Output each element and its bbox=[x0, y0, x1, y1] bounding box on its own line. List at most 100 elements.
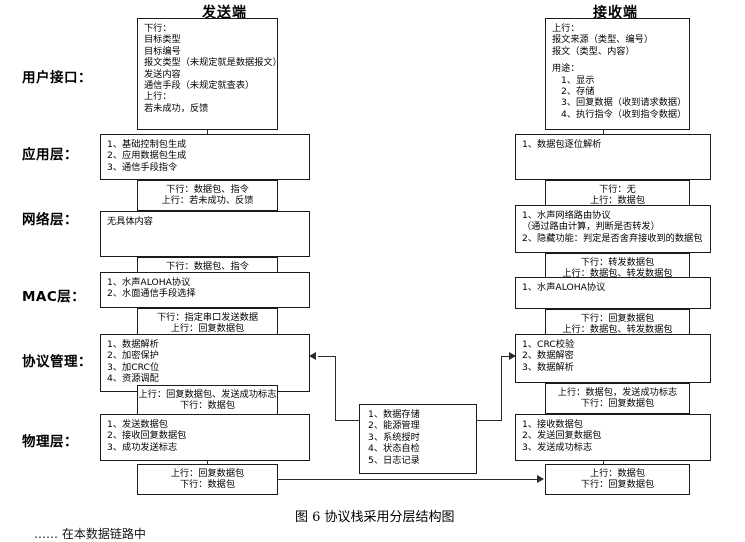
text-line: 上行：数据包 bbox=[589, 195, 646, 207]
text-line: 3、发送成功标志 bbox=[522, 441, 593, 453]
text-line: 上行：数据包、转发数据包 bbox=[562, 268, 673, 280]
arrow-left-icon bbox=[309, 352, 316, 360]
text-line: 下行：数据包、指令 bbox=[166, 261, 249, 272]
text-line: 报文类型（未规定就是数据报文） bbox=[144, 57, 282, 69]
text-line: 5、日志记录 bbox=[368, 454, 420, 466]
layer-label-mac: MAC层： bbox=[22, 289, 86, 305]
text-line: 2、隐藏功能：判定是否舍弃接收到的数据包 bbox=[522, 232, 703, 244]
connector-horizontal bbox=[501, 356, 515, 358]
arrow-right-icon bbox=[537, 475, 544, 483]
text-line: 3、系统授时 bbox=[368, 431, 420, 443]
text-line: 4、执行指令（收到指令数据） bbox=[561, 108, 687, 120]
sender-iface-protocol-physical: 上行：回复数据包、发送成功标志 下行：数据包 bbox=[137, 385, 278, 416]
text-line: 1、基础控制包生成 bbox=[107, 139, 187, 150]
arrow-right-icon bbox=[509, 352, 516, 360]
sender-user-interface-box: 下行： 目标类型 目标编号 报文类型（未规定就是数据报文） 发送内容 通信手段（… bbox=[137, 18, 282, 130]
text-line: 目标类型 bbox=[144, 34, 181, 46]
text-line: 3、通信手段指令 bbox=[107, 161, 178, 173]
text-line: 2、数据解密 bbox=[522, 350, 574, 362]
text-line: 1、显示 bbox=[561, 74, 595, 86]
receiver-mac-box: 1、水声ALOHA协议 bbox=[515, 277, 711, 309]
text-line: 1、CRC校验 bbox=[522, 339, 575, 350]
text-line: 3、数据解析 bbox=[522, 361, 574, 373]
text-line: 1、水声网络路由协议 bbox=[522, 210, 611, 221]
text-line: 下行：无 bbox=[599, 184, 636, 195]
text-line: 发送内容 bbox=[144, 68, 181, 80]
text-line: 上行：回复数据包 bbox=[170, 468, 245, 479]
text-line: 下行：回复数据包 bbox=[580, 398, 655, 410]
text-line: 报文（类型、内容） bbox=[552, 45, 635, 57]
text-line: 上行：回复数据包 bbox=[170, 323, 245, 335]
receiver-protocol-mgmt-box: 1、CRC校验 2、数据解密 3、数据解析 bbox=[515, 334, 711, 383]
connector-vertical bbox=[335, 356, 337, 421]
text-line: 下行：数据包 bbox=[179, 400, 236, 412]
connector-horizontal bbox=[318, 356, 336, 358]
text-line: 上行：数据包 bbox=[589, 468, 646, 479]
receiver-iface-protocol-physical: 上行：数据包，发送成功标志 下行：回复数据包 bbox=[545, 383, 690, 414]
sender-network-box: 无具体内容 bbox=[100, 211, 310, 257]
connector-vertical bbox=[603, 130, 605, 135]
text-line: 下行：数据包 bbox=[179, 479, 236, 491]
text-line: 2、水面通信手段选择 bbox=[107, 288, 196, 300]
text-line: 1、接收数据包 bbox=[522, 419, 583, 430]
connector-channel-link bbox=[278, 479, 538, 481]
text-line: 2、能源管理 bbox=[368, 420, 420, 432]
layer-label-application: 应用层： bbox=[22, 147, 78, 163]
text-line: 1、数据存储 bbox=[368, 409, 420, 420]
text-line: 4、状态自检 bbox=[368, 443, 420, 455]
text-line: 报文来源（类型、编号） bbox=[552, 34, 654, 46]
connector-center-to-sender bbox=[335, 420, 360, 422]
text-line: 上行： bbox=[144, 91, 172, 103]
layer-label-protocol-mgmt: 协议管理： bbox=[22, 354, 92, 370]
text-line: 1、水声ALOHA协议 bbox=[522, 282, 606, 293]
text-line: 1、数据包逐位解析 bbox=[522, 139, 602, 150]
text-line: （通过路由计算，判断是否转发） bbox=[522, 221, 660, 233]
connector-center-to-receiver bbox=[477, 420, 502, 422]
sender-iface-physical-channel: 上行：回复数据包 下行：数据包 bbox=[137, 464, 278, 495]
sender-mac-box: 1、水声ALOHA协议 2、水面通信手段选择 bbox=[100, 272, 310, 308]
text-line: 下行：回复数据包 bbox=[580, 313, 655, 324]
text-line: 2、存储 bbox=[561, 86, 595, 98]
receiver-column-title: 接收端 bbox=[593, 5, 638, 21]
receiver-iface-physical-channel: 上行：数据包 下行：回复数据包 bbox=[545, 464, 690, 495]
text-line: 下行： bbox=[144, 23, 172, 34]
text-line: 3、加CRC位 bbox=[107, 361, 160, 373]
connector-vertical bbox=[207, 461, 209, 465]
text-line: 上行： bbox=[552, 23, 580, 34]
text-line: 上行：数据包、转发数据包 bbox=[562, 324, 673, 336]
sender-column-title: 发送端 bbox=[202, 5, 247, 21]
receiver-network-box: 1、水声网络路由协议 （通过路由计算，判断是否转发） 2、隐藏功能：判定是否舍弃… bbox=[515, 205, 711, 253]
sender-application-box: 1、基础控制包生成 2、应用数据包生成 3、通信手段指令 bbox=[100, 134, 310, 180]
text-line: 无具体内容 bbox=[107, 216, 153, 227]
receiver-physical-box: 1、接收数据包 2、发送回复数据包 3、发送成功标志 bbox=[515, 414, 711, 461]
connector-vertical bbox=[501, 356, 503, 421]
text-line: 3、回复数据（收到请求数据） bbox=[561, 97, 687, 109]
text-line: 上行：若未成功、反馈 bbox=[161, 195, 254, 207]
text-line: 用途： bbox=[552, 63, 580, 75]
layer-label-physical: 物理层： bbox=[22, 434, 78, 450]
text-line: 1、数据解析 bbox=[107, 339, 159, 350]
layer-label-user-interface: 用户接口： bbox=[22, 70, 92, 86]
text-line: 1、发送数据包 bbox=[107, 419, 168, 430]
sender-protocol-mgmt-box: 1、数据解析 2、加密保护 3、加CRC位 4、资源调配 bbox=[100, 334, 310, 392]
text-line: 下行：转发数据包 bbox=[580, 257, 655, 268]
text-line: 2、应用数据包生成 bbox=[107, 150, 187, 162]
text-line: 通信手段（未规定就查表） bbox=[144, 80, 255, 92]
text-line: 上行：回复数据包、发送成功标志 bbox=[138, 389, 277, 400]
text-line: 若未成功，反馈 bbox=[144, 102, 209, 114]
text-line: 上行：数据包，发送成功标志 bbox=[557, 387, 678, 398]
connector-vertical bbox=[207, 130, 209, 135]
layer-label-network: 网络层： bbox=[22, 212, 78, 228]
text-line: 3、成功发送标志 bbox=[107, 441, 178, 453]
text-line: 2、发送回复数据包 bbox=[522, 430, 602, 442]
center-common-services-box: 1、数据存储 2、能源管理 3、系统授时 4、状态自检 5、日志记录 bbox=[359, 404, 477, 474]
receiver-user-interface-box: 上行： 报文来源（类型、编号） 报文（类型、内容） 用途： 1、显示 2、存储 … bbox=[545, 18, 690, 130]
connector-vertical bbox=[603, 461, 605, 465]
receiver-application-box: 1、数据包逐位解析 bbox=[515, 134, 711, 180]
sender-iface-application-network: 下行：数据包、指令 上行：若未成功、反馈 bbox=[137, 180, 278, 211]
text-line: 1、水声ALOHA协议 bbox=[107, 277, 191, 288]
sender-physical-box: 1、发送数据包 2、接收回复数据包 3、成功发送标志 bbox=[100, 414, 310, 461]
text-line: 2、接收回复数据包 bbox=[107, 430, 187, 442]
text-line: 下行：数据包、指令 bbox=[166, 184, 249, 195]
text-line: 目标编号 bbox=[144, 45, 181, 57]
